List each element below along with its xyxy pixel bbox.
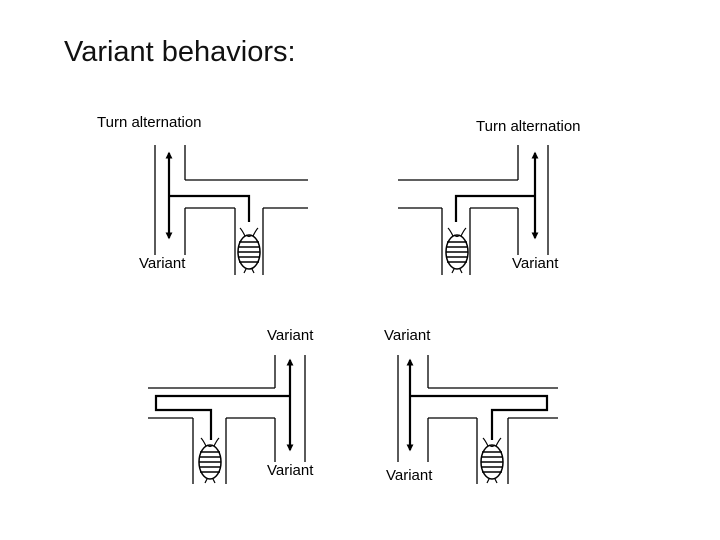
maze-bottom-right	[397, 355, 558, 484]
label-bottom-left-bottom: Variant	[267, 462, 314, 479]
path-arrow-bottom-right	[406, 358, 549, 452]
maze-top-left	[154, 145, 308, 275]
label-top-right-top: Turn alternation	[476, 118, 581, 135]
path-arrow-top-right	[454, 151, 539, 240]
maze-bottom-left	[148, 355, 306, 484]
path-arrow-top-left	[165, 151, 251, 240]
isopod-icon	[237, 227, 261, 274]
isopod-icon	[480, 437, 504, 484]
path-arrow-bottom-left	[154, 358, 294, 452]
label-top-left-bottom: Variant	[139, 255, 186, 272]
isopod-icon	[198, 437, 222, 484]
label-bottom-right-bottom: Variant	[386, 467, 433, 484]
label-bottom-left-top: Variant	[267, 327, 314, 344]
slide-title: Variant behaviors:	[64, 36, 296, 68]
label-bottom-right-top: Variant	[384, 327, 431, 344]
maze-top-right	[398, 145, 549, 275]
isopod-icon	[445, 227, 469, 274]
label-top-left-top: Turn alternation	[97, 114, 202, 131]
label-top-right-bottom: Variant	[512, 255, 559, 272]
